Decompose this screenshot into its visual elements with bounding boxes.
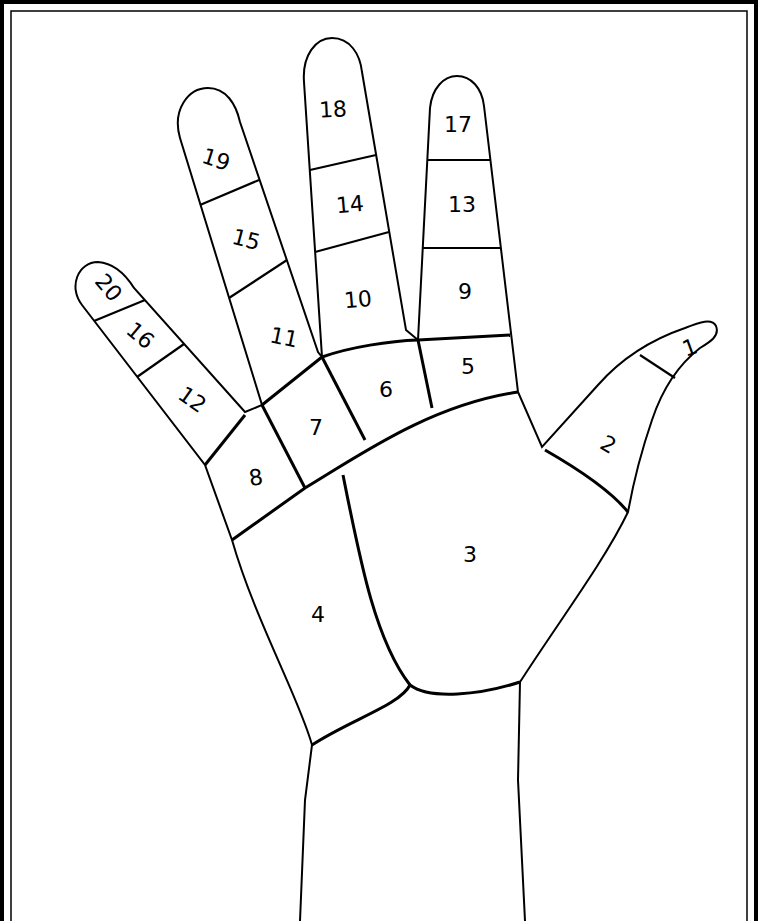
joint-line (200, 180, 259, 205)
joint-line (310, 155, 376, 170)
callout-number: 12 (174, 383, 210, 417)
palm-divider (343, 475, 410, 685)
palm-crease (232, 392, 518, 540)
joint-line (94, 300, 145, 321)
callout-number: 19 (199, 145, 232, 175)
callout-number: 17 (444, 114, 472, 136)
callout-number: 11 (268, 324, 300, 351)
inner-frame (11, 11, 747, 921)
region-divider (418, 340, 432, 408)
callout-number: 2 (596, 432, 619, 458)
joint-line (315, 232, 389, 252)
wrist-line (312, 682, 520, 745)
joint-line (427, 159, 490, 161)
joint-line (423, 247, 500, 249)
callout-number: 7 (309, 417, 323, 439)
callout-number: 13 (448, 194, 476, 216)
callout-number: 4 (311, 604, 325, 626)
callout-number: 15 (230, 226, 263, 254)
callout-number: 9 (458, 281, 472, 303)
region-borders (205, 335, 628, 745)
joint-line (640, 355, 675, 378)
callout-number: 3 (463, 544, 477, 566)
joint-line (229, 260, 287, 298)
callout-number: 18 (318, 98, 347, 121)
hand-outline (75, 38, 716, 921)
finger-base-line (205, 415, 245, 465)
finger-joints (94, 155, 675, 378)
callout-number: 16 (122, 319, 158, 354)
region-divider (262, 405, 305, 488)
callout-number: 20 (91, 270, 126, 306)
finger-base-line (262, 357, 322, 405)
callout-number: 14 (335, 193, 365, 217)
callout-number: 6 (379, 379, 393, 401)
callout-number: 8 (248, 466, 265, 490)
callout-number: 5 (461, 356, 475, 378)
finger-base-line (322, 340, 418, 357)
finger-base-line (418, 335, 510, 340)
callout-number: 1 (680, 335, 701, 360)
region-divider (322, 357, 365, 440)
thumb-base-line (545, 450, 628, 512)
callout-number: 10 (343, 288, 373, 312)
